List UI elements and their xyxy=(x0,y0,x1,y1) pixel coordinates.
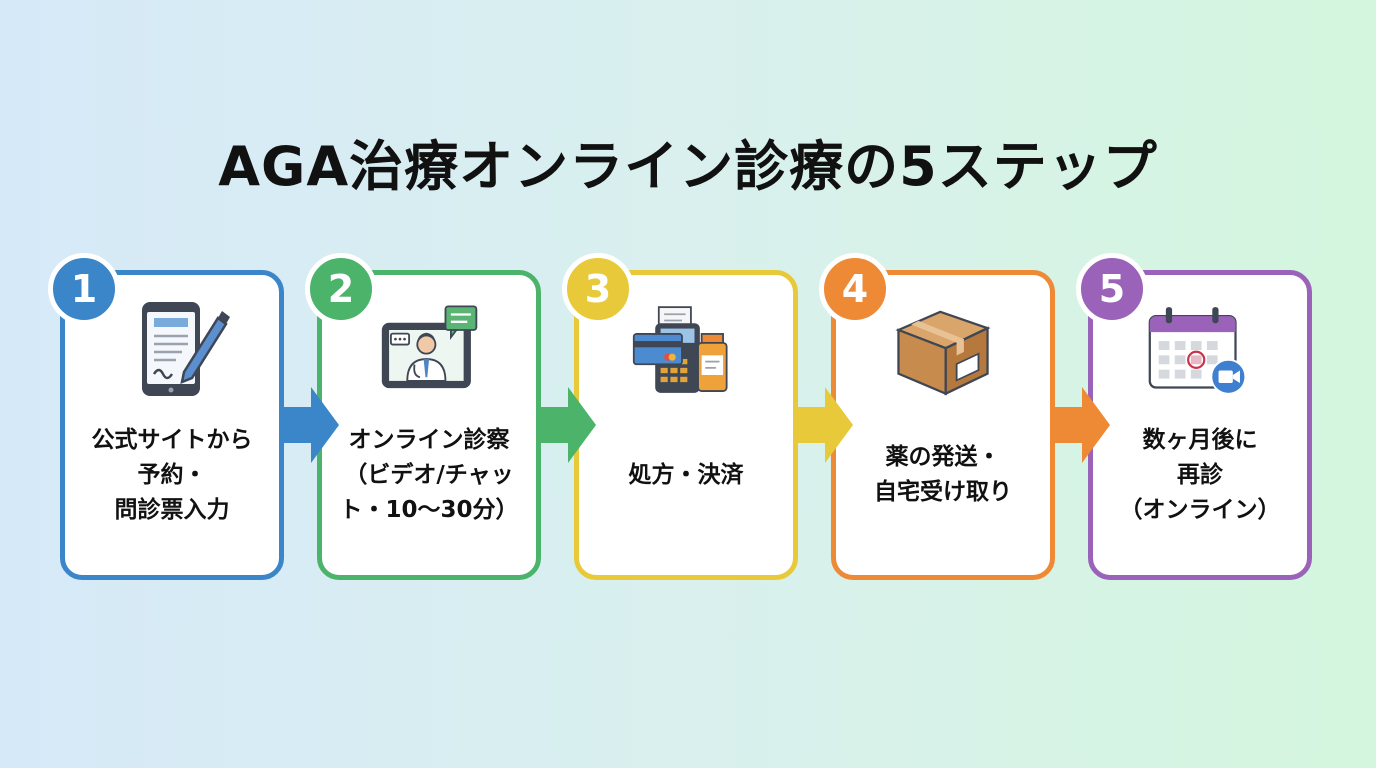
step-2-label-line-1: オンライン診察 xyxy=(348,426,510,453)
step-4-label-line-2: 自宅受け取り xyxy=(874,479,1012,505)
smartphone-form-icon xyxy=(142,302,230,396)
step-4-number: 4 xyxy=(819,253,891,325)
step-2-label-line-3: ト・10〜30分） xyxy=(339,496,519,523)
step-5-number: 5 xyxy=(1076,253,1148,325)
step-3-label-line-1: 処方・決済 xyxy=(628,461,744,488)
page-title: AGA治療オンライン診療の5ステップ xyxy=(218,135,1158,198)
step-2-label: オンライン診察 （ビデオ/チャッ ト・10〜30分） xyxy=(317,420,541,530)
step-5-label-line-3: （オンライン） xyxy=(1119,496,1281,523)
step-1-label-line-2: 予約・ xyxy=(137,461,207,488)
arrow-3-icon xyxy=(797,387,853,463)
step-5-label: 数ヶ月後に 再診 （オンライン） xyxy=(1088,420,1312,530)
step-3-number: 3 xyxy=(562,253,634,325)
step-4-label-line-1: 薬の発送・ xyxy=(885,444,1001,470)
arrow-1-icon xyxy=(283,387,339,463)
step-1-label: 公式サイトから 予約・ 問診票入力 xyxy=(60,420,284,530)
arrow-4-icon xyxy=(1054,387,1110,463)
step-2-number: 2 xyxy=(305,253,377,325)
package-box-icon xyxy=(895,310,991,396)
step-3-label: 処方・決済 xyxy=(574,420,798,530)
step-5-label-line-1: 数ヶ月後に xyxy=(1142,426,1258,453)
step-1-label-line-1: 公式サイトから xyxy=(91,426,253,453)
payment-medicine-icon xyxy=(632,306,728,393)
arrow-2-icon xyxy=(540,387,596,463)
step-2-label-line-2: （ビデオ/チャッ xyxy=(344,461,514,488)
step-5-label-line-2: 再診 xyxy=(1177,461,1223,488)
step-1-label-line-3: 問診票入力 xyxy=(114,496,230,523)
step-1-number: 1 xyxy=(48,253,120,325)
step-4-label: 薬の発送・ 自宅受け取り xyxy=(831,420,1055,530)
calendar-video-icon xyxy=(1148,307,1247,395)
video-doctor-icon xyxy=(381,305,478,389)
